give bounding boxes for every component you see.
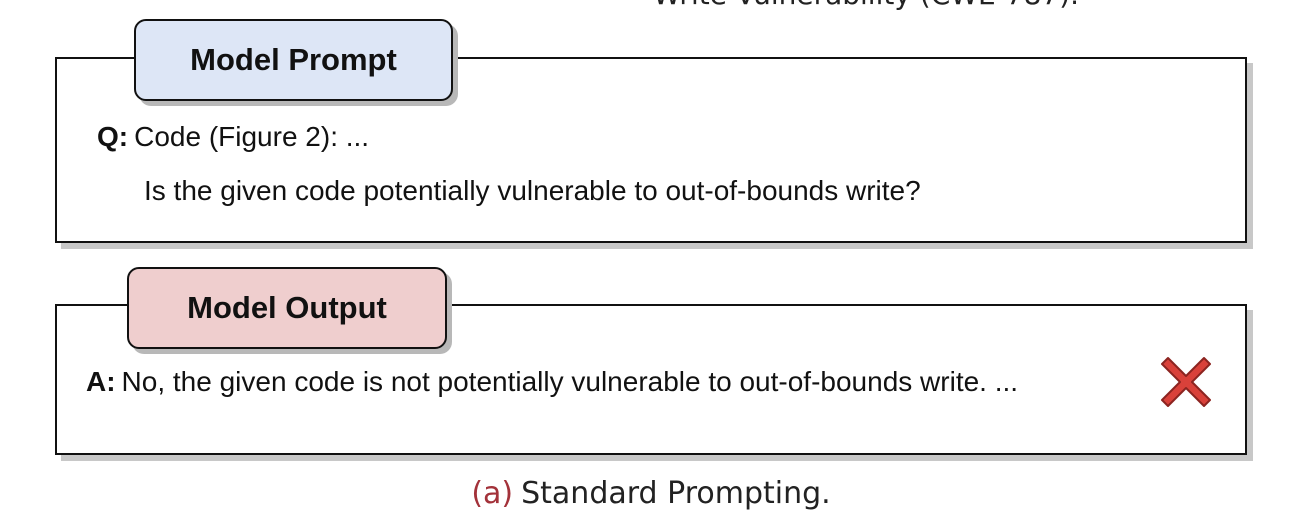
caption-label: (a)	[471, 476, 514, 511]
question-text: Is the given code potentially vulnerable…	[144, 175, 921, 206]
question-code-ref: Code (Figure 2): ...	[134, 121, 370, 152]
answer-line: A:No, the given code is not potentially …	[86, 366, 1018, 398]
question-line: Q:Code (Figure 2): ...	[97, 121, 369, 153]
figure-caption: (a)Standard Prompting.	[0, 476, 1302, 511]
question-label: Q:	[97, 121, 129, 152]
red-x-icon	[1161, 357, 1211, 407]
top-cut-text: Write Vulnerability (CWE-787).	[653, 0, 1123, 18]
answer-label: A:	[86, 366, 116, 397]
answer-text: No, the given code is not potentially vu…	[121, 366, 1019, 397]
model-output-tab: Model Output	[127, 267, 447, 349]
caption-text: Standard Prompting.	[521, 476, 831, 511]
model-prompt-tab: Model Prompt	[134, 19, 453, 101]
